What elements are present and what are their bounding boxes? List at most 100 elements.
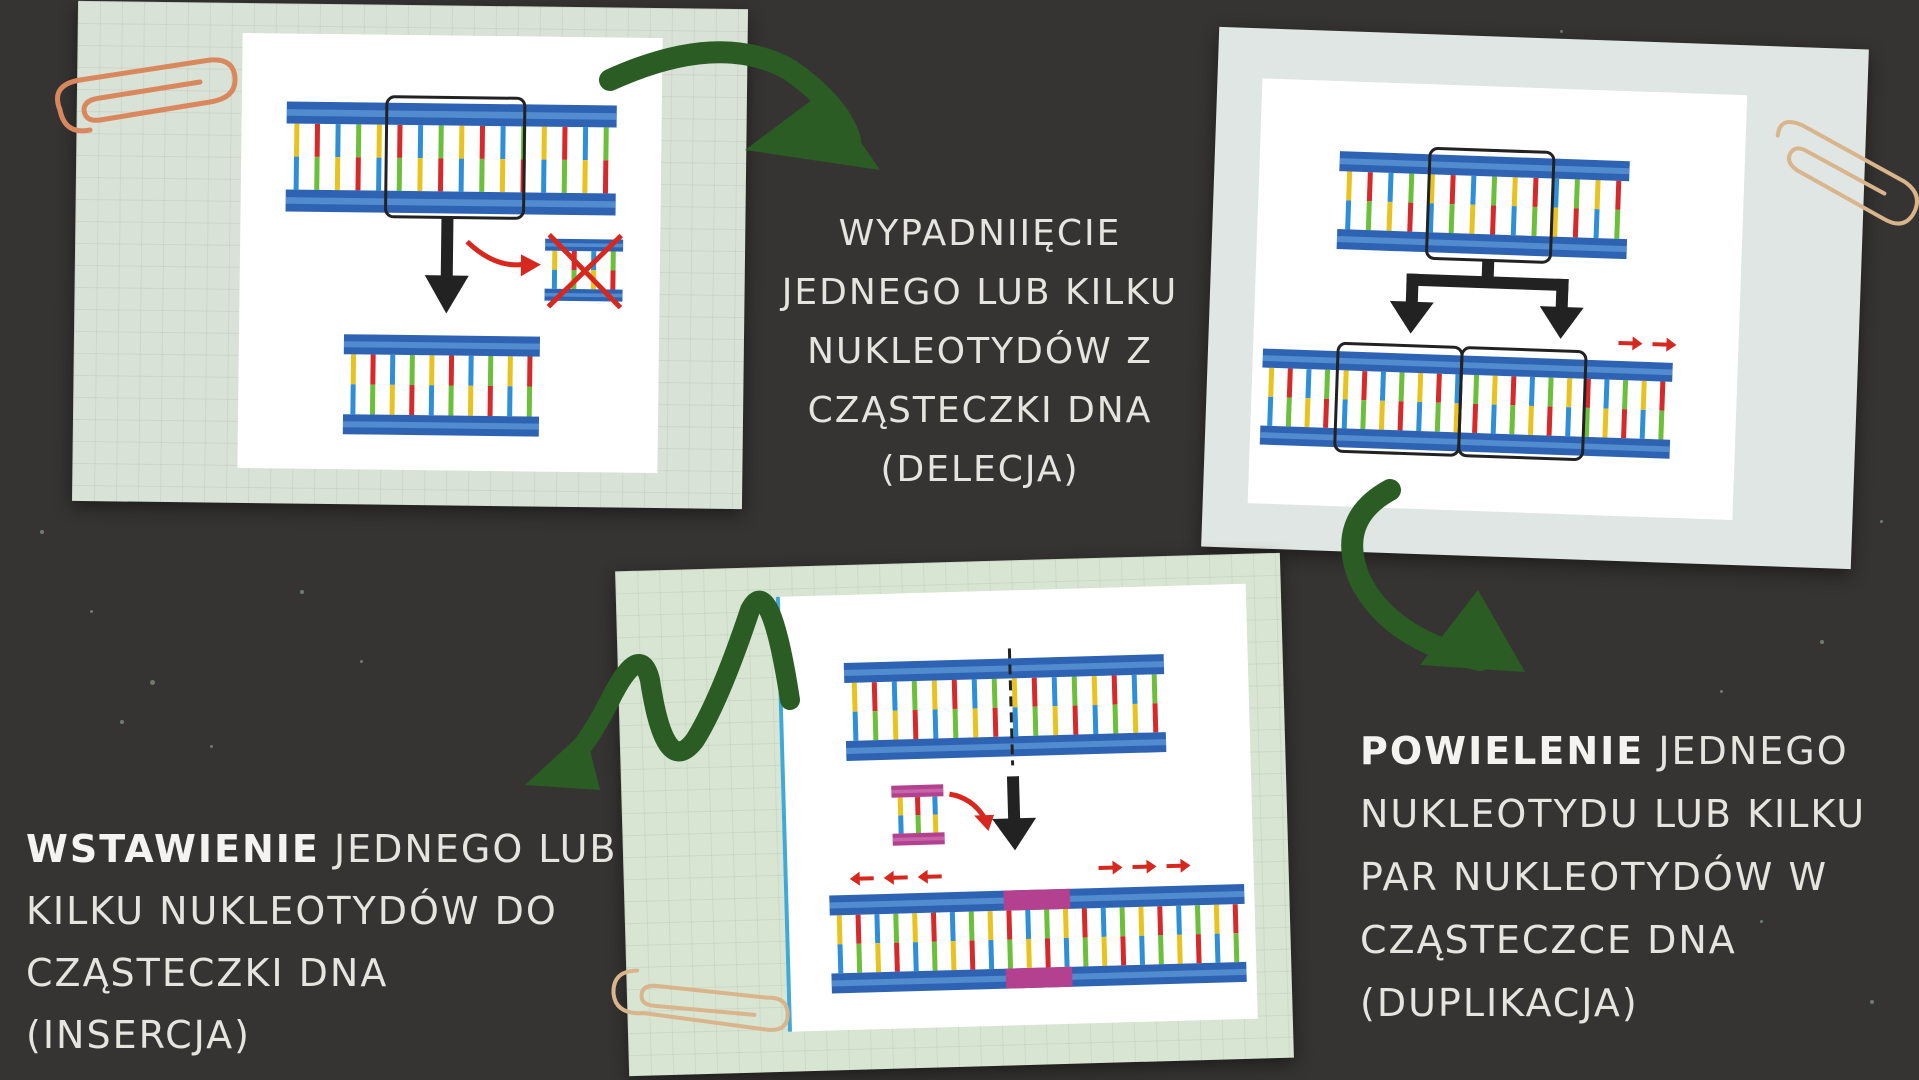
- cut-line: [1007, 648, 1015, 766]
- base-pair-lower: [992, 707, 999, 737]
- dna-strand-top-highlight: [545, 242, 624, 248]
- base-pair-lower: [1214, 933, 1221, 963]
- base-pair-upper: [1232, 904, 1239, 934]
- base-pair-lower: [1593, 209, 1600, 239]
- base-pair-lower: [1345, 200, 1352, 230]
- base-pair-lower: [852, 711, 859, 741]
- red-pointer-head: [520, 254, 541, 277]
- base-pair-upper: [851, 682, 858, 712]
- base-pair-lower: [293, 156, 300, 190]
- base-pair-lower: [1026, 938, 1032, 969]
- caption-text: JEDNEGO LUB: [319, 827, 618, 871]
- base-pair-lower: [458, 158, 464, 192]
- base-pair-upper: [552, 250, 558, 270]
- base-pair-upper: [335, 124, 341, 158]
- base-pair-upper: [487, 355, 494, 387]
- base-pair-upper: [1640, 380, 1647, 410]
- red-pointer-arrow: [948, 791, 987, 819]
- base-pair-upper: [1081, 908, 1088, 938]
- base-pair-lower: [1416, 401, 1423, 432]
- base-pair-upper: [1286, 368, 1293, 398]
- caption-keyword: POWIELENIE: [1360, 729, 1645, 773]
- speck: [1720, 690, 1723, 693]
- dna-strand-top-highlight: [286, 109, 617, 120]
- cross-icon: [546, 232, 623, 310]
- base-pair-lower: [1082, 937, 1089, 967]
- base-pair-upper: [1071, 676, 1078, 706]
- speck: [40, 530, 44, 534]
- base-pair-upper: [1361, 371, 1368, 401]
- base-pair-lower: [369, 384, 376, 415]
- dna-strand-top-highlight: [1262, 355, 1673, 376]
- inserted-strand-part: [1003, 888, 1071, 911]
- base-pair-lower: [1176, 934, 1183, 964]
- base-pair-lower: [931, 941, 938, 971]
- speck: [210, 745, 213, 748]
- base-pair-upper: [971, 679, 978, 709]
- caption-line: KILKU NUKLEOTYDÓW DO: [26, 889, 558, 933]
- base-pair-lower: [894, 942, 900, 972]
- base-pair-lower: [1572, 208, 1579, 238]
- base-pair-upper: [912, 913, 918, 943]
- base-pair-lower: [1323, 398, 1330, 428]
- base-pair-upper: [438, 125, 444, 159]
- duplication-diagram: [1259, 147, 1677, 461]
- dna-strand-bottom-highlight: [285, 197, 616, 208]
- base-pair-upper: [1031, 677, 1038, 707]
- base-pair-lower: [1472, 403, 1479, 434]
- base-pair-upper: [1387, 172, 1394, 202]
- base-pair-upper: [1379, 371, 1386, 401]
- base-pair-lower: [898, 815, 904, 834]
- base-pair-lower: [1434, 402, 1441, 432]
- base-pair-upper: [350, 354, 357, 385]
- base-pair-upper: [448, 355, 455, 386]
- base-pair-upper: [930, 912, 937, 942]
- base-pair-lower: [1152, 703, 1159, 733]
- selection-box: [384, 95, 527, 220]
- base-pair-upper: [603, 127, 609, 161]
- speck: [1880, 520, 1883, 523]
- base-pair-upper: [1305, 369, 1312, 399]
- caption-line: CZĄSTECZKI DNA: [26, 951, 389, 995]
- base-pair-upper: [1398, 372, 1405, 402]
- base-pair-upper: [991, 678, 998, 708]
- caption-line: (DELECJA): [880, 449, 1080, 490]
- caption-keyword: WSTAWIENIE: [26, 827, 320, 871]
- base-pair-lower: [1386, 201, 1393, 231]
- base-pair-upper: [1573, 179, 1580, 209]
- red-pointer-head: [974, 814, 995, 832]
- base-pair-lower: [541, 159, 547, 193]
- base-pair-lower: [1112, 704, 1119, 734]
- caption-duplication: POWIELENIE JEDNEGO NUKLEOTYDU LUB KILKU …: [1360, 720, 1919, 1035]
- red-pointer-arrow: [465, 239, 524, 268]
- speck: [1760, 920, 1763, 923]
- caption-text: JEDNEGO: [1644, 729, 1849, 773]
- base-pair-upper: [1435, 373, 1442, 403]
- base-pair-lower: [1052, 706, 1059, 736]
- base-pair-lower: [856, 943, 863, 973]
- base-pair-upper: [389, 354, 396, 385]
- base-pair-lower: [334, 157, 341, 191]
- dna-top-molecule: [285, 101, 617, 216]
- base-pair-lower: [1552, 207, 1559, 237]
- dna-strand-top-highlight: [891, 788, 944, 794]
- dna-strand-bottom-highlight: [846, 739, 1167, 754]
- speck: [150, 680, 155, 685]
- base-pair-lower: [1101, 936, 1108, 966]
- base-pair-lower: [1565, 407, 1572, 437]
- down-arrow: [992, 776, 1037, 851]
- base-pair-upper: [458, 125, 465, 159]
- shift-arrows: [1618, 336, 1677, 352]
- base-pair-upper: [1268, 367, 1275, 397]
- base-pair-lower: [314, 156, 320, 190]
- insertion-card: [615, 552, 1294, 1077]
- base-pair-upper: [1547, 377, 1554, 407]
- base-pair-lower: [932, 814, 939, 833]
- base-pair-upper: [914, 796, 921, 816]
- paperclip-icon: [611, 968, 790, 1032]
- base-pair-lower: [1139, 935, 1146, 965]
- base-pair-lower: [396, 157, 403, 191]
- base-pair-lower: [551, 269, 558, 289]
- base-pair-upper: [582, 127, 589, 161]
- base-pair-lower: [1639, 409, 1646, 439]
